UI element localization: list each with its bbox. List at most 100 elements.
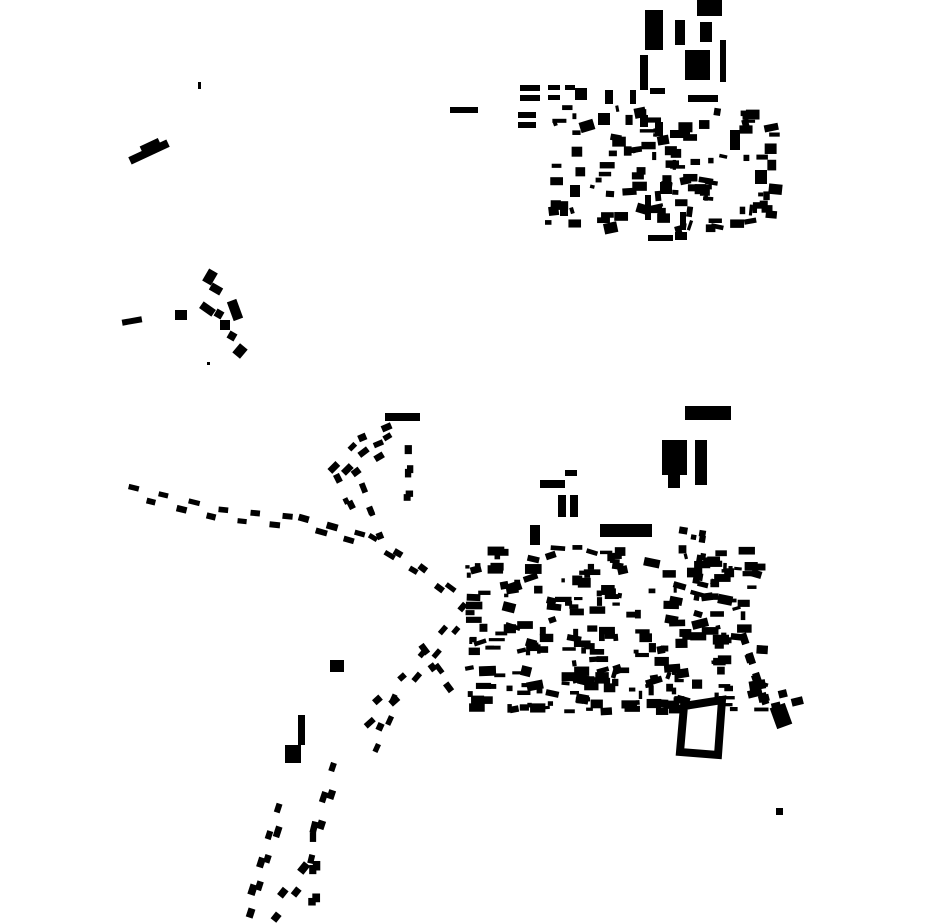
building [487, 645, 495, 649]
building [572, 113, 577, 120]
building [674, 678, 684, 683]
building [657, 213, 670, 223]
building [729, 706, 738, 712]
building [471, 695, 485, 705]
building [520, 85, 540, 91]
building [580, 676, 595, 685]
building [649, 203, 664, 210]
building [226, 330, 238, 342]
building [748, 204, 754, 216]
building [752, 202, 766, 209]
building [757, 693, 770, 704]
building [654, 656, 669, 666]
building [433, 662, 445, 675]
building [756, 154, 768, 160]
building [589, 649, 605, 655]
building [316, 819, 327, 831]
building [495, 631, 508, 636]
building [790, 696, 804, 707]
building [357, 432, 368, 443]
building [282, 512, 293, 520]
building [747, 585, 757, 589]
building [769, 132, 780, 137]
building [537, 644, 541, 654]
building [570, 495, 578, 517]
building [708, 157, 714, 164]
building [467, 691, 473, 697]
building [601, 212, 614, 218]
building [272, 825, 283, 839]
building [609, 558, 620, 564]
building [605, 190, 615, 198]
building [465, 601, 483, 610]
building [653, 128, 662, 133]
building [678, 545, 687, 554]
building [608, 150, 617, 157]
building [693, 592, 701, 601]
building [635, 629, 650, 634]
building [198, 82, 201, 89]
building [375, 722, 385, 732]
building [704, 192, 708, 201]
building [694, 560, 711, 569]
building [469, 636, 477, 643]
building [245, 907, 256, 919]
building [601, 588, 616, 595]
building [577, 577, 591, 588]
building [603, 683, 616, 693]
building [569, 206, 575, 215]
building [550, 200, 561, 210]
building [347, 441, 358, 452]
building [466, 572, 471, 578]
building [698, 120, 710, 129]
building [297, 513, 310, 524]
building [706, 560, 723, 567]
building [690, 158, 701, 165]
building [640, 115, 648, 127]
building [634, 609, 641, 619]
building [665, 671, 672, 680]
building [534, 585, 543, 594]
building [695, 440, 707, 485]
building [603, 585, 611, 592]
building [710, 611, 724, 617]
building [562, 647, 576, 651]
building [507, 580, 523, 594]
building [572, 575, 583, 586]
building [540, 480, 565, 488]
building [722, 703, 733, 707]
building [685, 50, 710, 80]
building [708, 218, 722, 224]
building [473, 638, 487, 647]
building [565, 600, 573, 606]
building [777, 689, 788, 699]
building [519, 704, 529, 711]
building [411, 671, 423, 683]
building [587, 563, 595, 570]
building [139, 138, 161, 152]
building [494, 552, 501, 560]
building [350, 466, 362, 478]
building [742, 571, 756, 577]
building [213, 308, 225, 320]
building [389, 693, 398, 704]
building [564, 709, 575, 714]
building [540, 646, 549, 653]
building [536, 685, 543, 694]
building [545, 220, 552, 225]
building [457, 601, 468, 613]
building [660, 180, 673, 191]
building [714, 642, 724, 649]
building [158, 491, 169, 499]
building [504, 593, 509, 598]
building [730, 130, 740, 150]
building [675, 695, 727, 760]
building [697, 0, 722, 16]
building [635, 652, 649, 658]
building [763, 191, 770, 201]
building [698, 535, 706, 544]
building [662, 570, 676, 578]
building [674, 225, 684, 238]
building [625, 114, 633, 125]
building [597, 217, 610, 224]
